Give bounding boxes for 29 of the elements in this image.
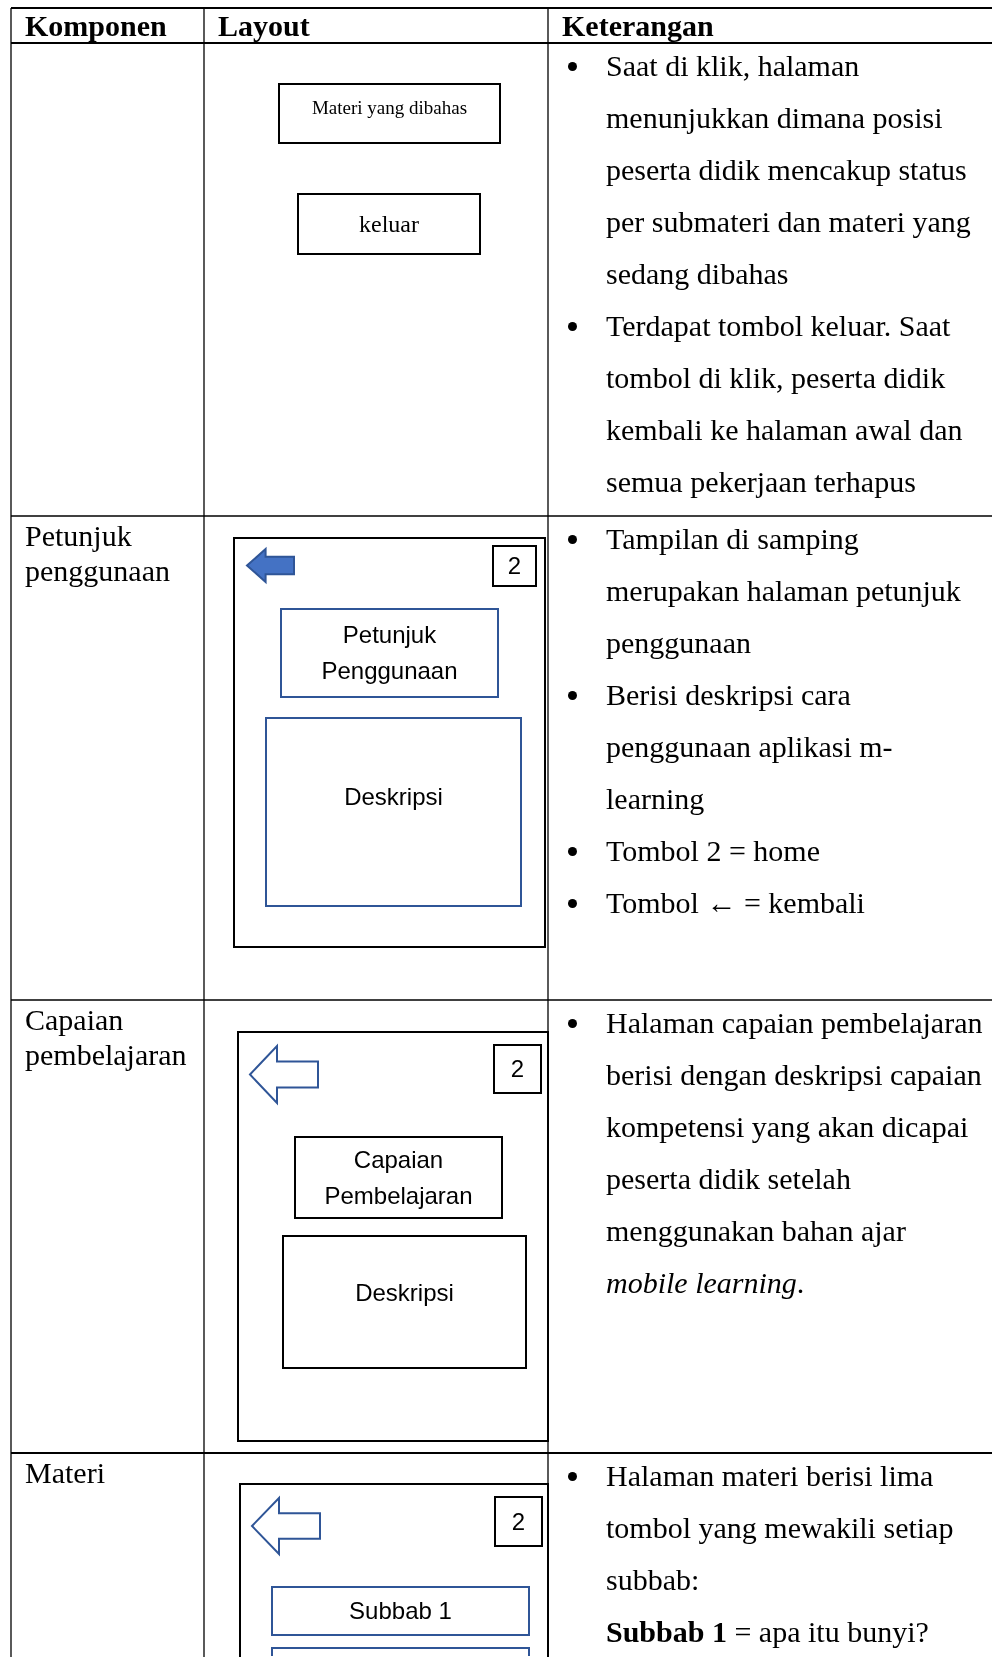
component-name: Petunjuk penggunaan (25, 518, 171, 588)
description-text: Terdapat tombol keluar. Saat tombol di klik, peserta didik kembali ke halaman awal dan semua pekerjaan terhapus (606, 308, 964, 500)
description-text: Tombol 2 = home (606, 833, 821, 869)
home-button: 2 (492, 545, 537, 587)
description-box: Deskripsi (265, 717, 522, 907)
description-text: Halaman capaian pembelajaran berisi dengan deskripsi capaian kompetensi yang akan dicapai peserta didik setelah menggunakan bahan ajar mobile learning. (606, 1005, 984, 1301)
screen-frame (233, 537, 546, 948)
description-text: Saat di klik, halaman menunjukkan dimana posisi peserta didik mencakup status per submateri dan materi yang sedang dibahas (606, 48, 972, 292)
home-button: 2 (494, 1496, 543, 1547)
description-box: Deskripsi (282, 1235, 527, 1369)
screen-frame (239, 1483, 549, 1657)
column-header: Keterangan (562, 8, 715, 43)
subchapter-button: Subbab 1 (271, 1586, 530, 1636)
column-header: Komponen (25, 8, 168, 43)
component-name: Capaian pembelajaran (25, 1002, 188, 1072)
description-text: Tampilan di samping merupakan halaman petunjuk penggunaan (606, 521, 962, 661)
component-name: Materi (25, 1455, 106, 1490)
exit-button: keluar (297, 193, 481, 255)
description-text: Tombol ← = kembali (606, 885, 866, 921)
title-box: Petunjuk Penggunaan (280, 608, 499, 698)
title-box: Capaian Pembelajaran (294, 1136, 503, 1219)
column-header: Layout (218, 8, 311, 43)
home-button: 2 (493, 1044, 542, 1094)
screen-frame (237, 1031, 549, 1442)
subchapter-button (271, 1647, 530, 1656)
description-text: Subbab 1 = apa itu bunyi? (606, 1614, 930, 1650)
topic-button: Materi yang dibahas (278, 83, 501, 144)
description-text: Halaman materi berisi lima tombol yang mewakili setiap subbab: (606, 1458, 955, 1598)
description-text: Berisi deskripsi cara penggunaan aplikasi m-learning (606, 677, 894, 817)
